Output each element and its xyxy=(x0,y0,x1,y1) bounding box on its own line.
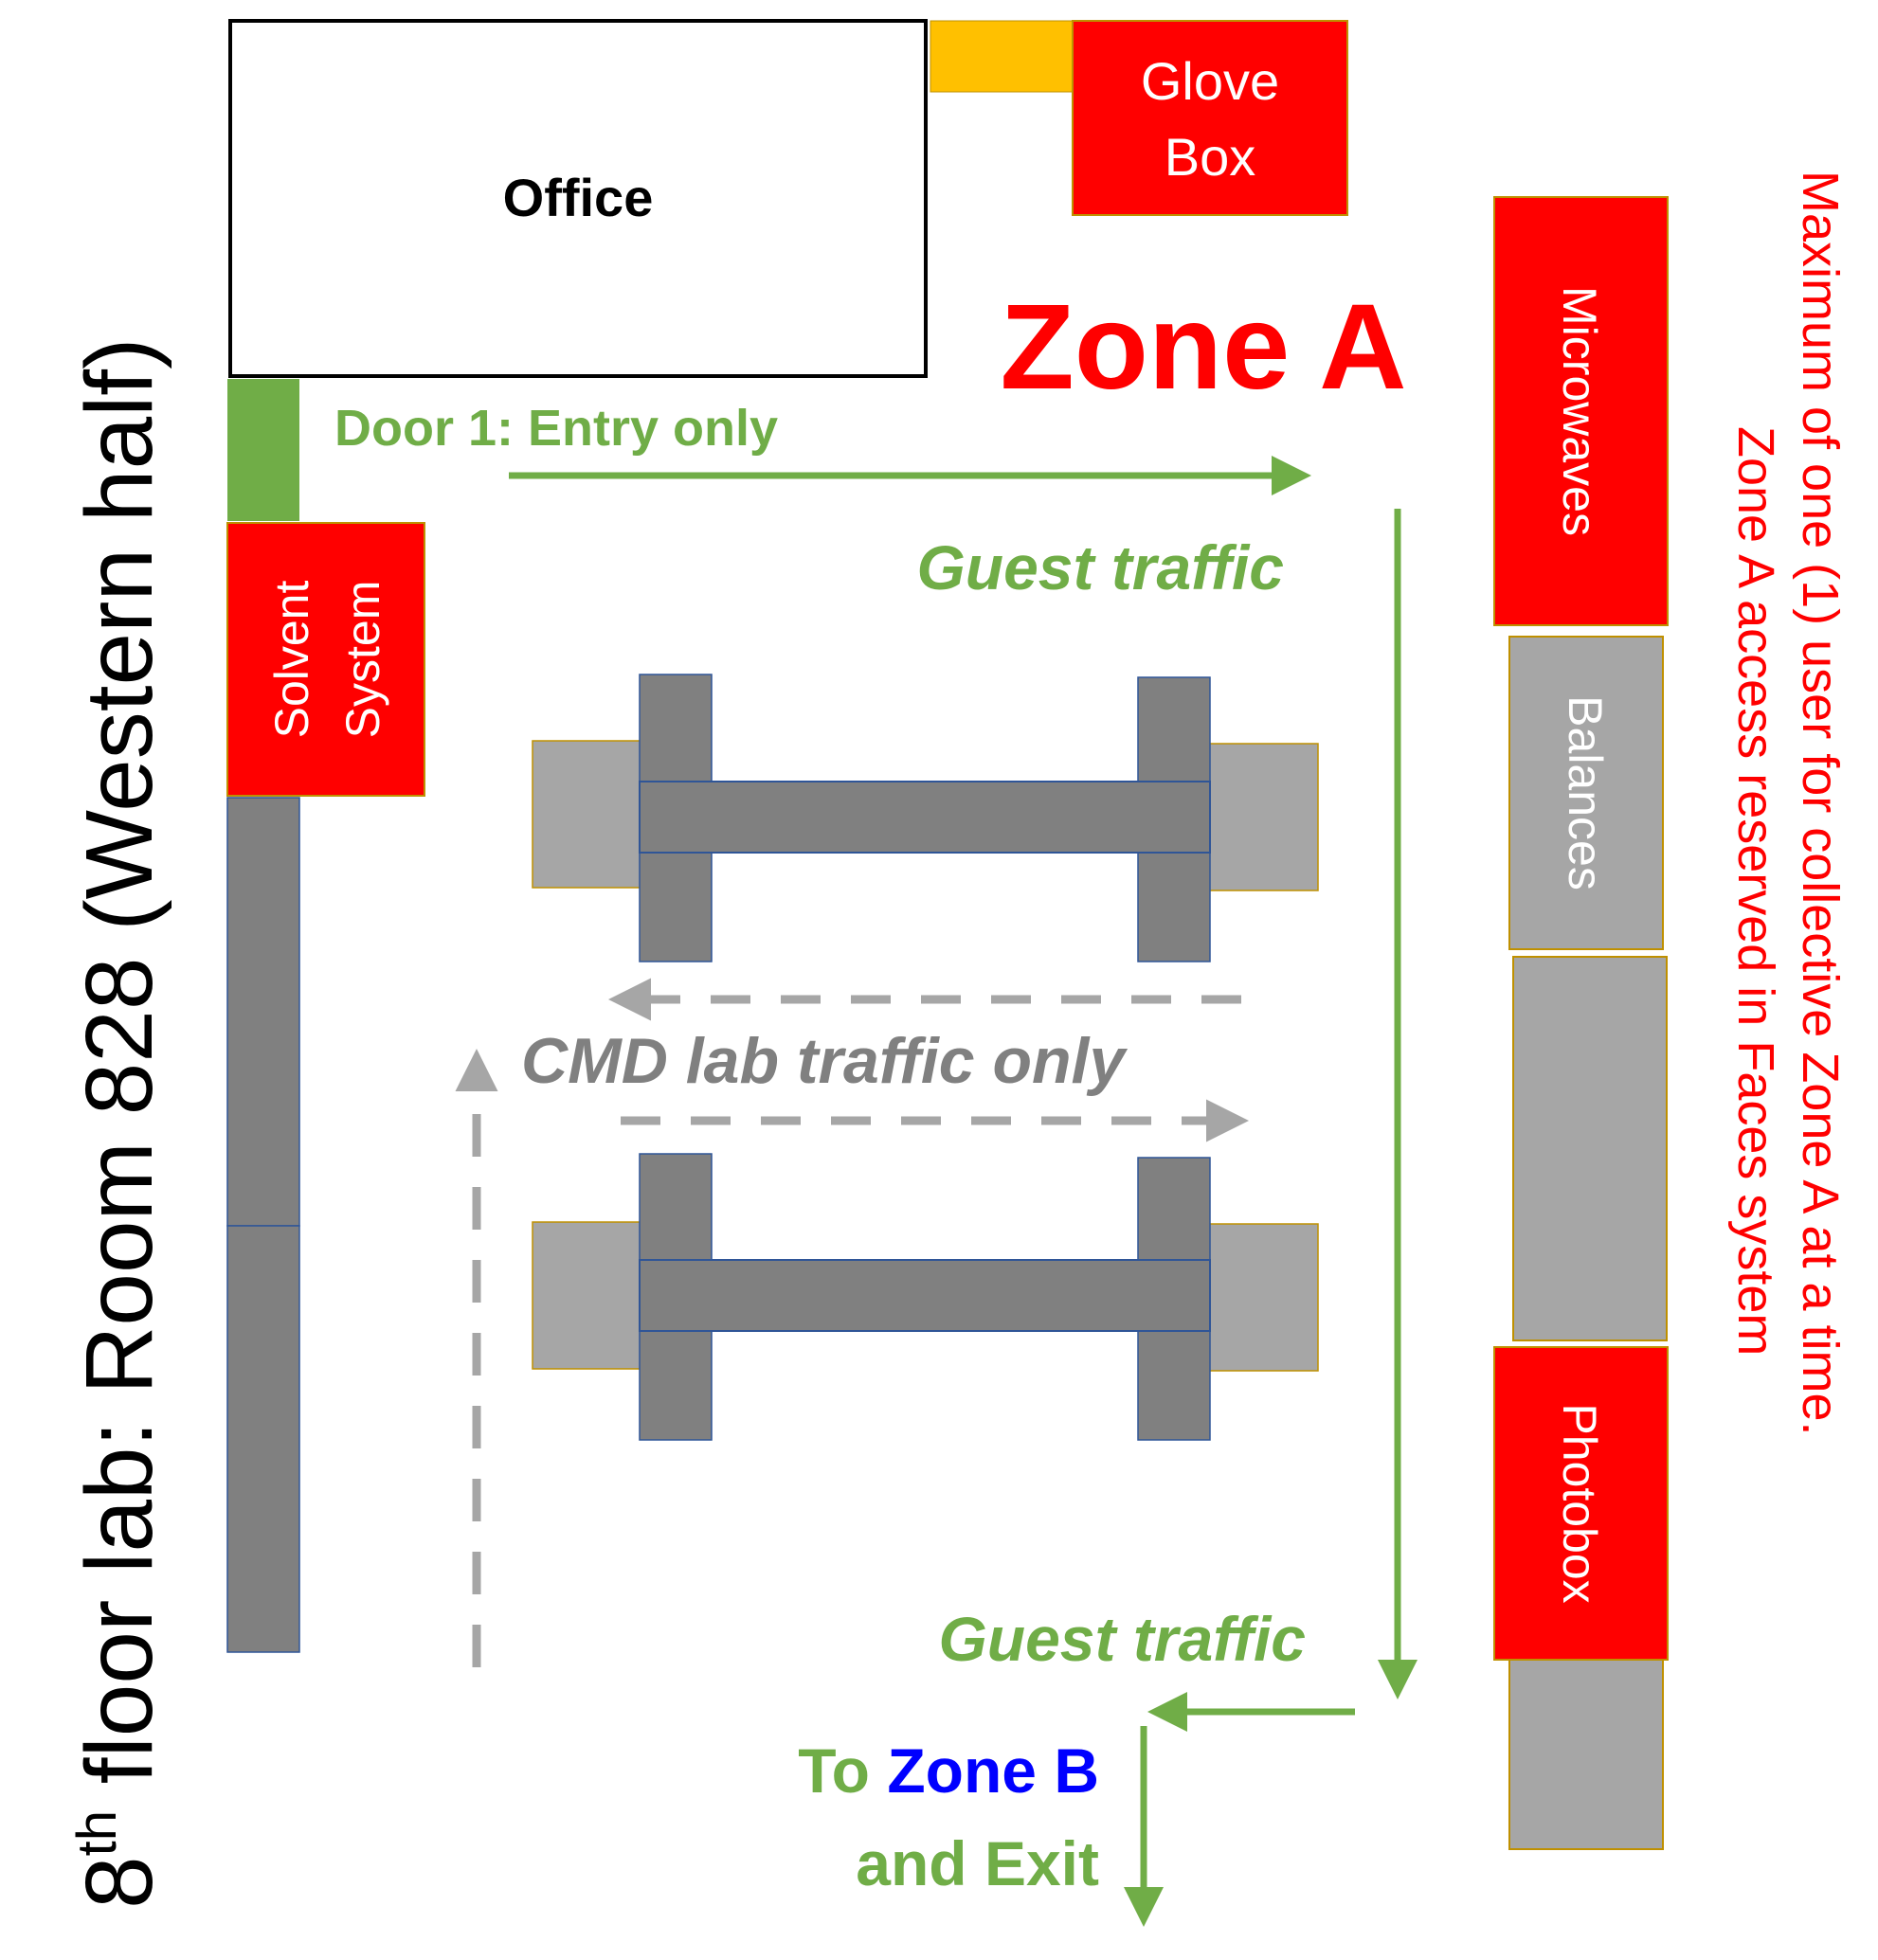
lower-island-left-cap xyxy=(532,1221,642,1370)
exit-label-line1: To Zone B xyxy=(798,1735,1099,1806)
solvent-system xyxy=(226,522,425,797)
zone-title: Zone A xyxy=(1001,279,1407,415)
photobox xyxy=(1493,1346,1669,1661)
lower-island-left-leg-bottom xyxy=(639,1330,713,1441)
balances xyxy=(1508,636,1664,950)
notice-line1: Maximum of one (1) user for collective Z… xyxy=(1792,171,1849,1436)
solvent-label-line2: System xyxy=(336,581,389,739)
equipment-gray-middle xyxy=(1512,956,1668,1341)
photobox-label: Photobox xyxy=(1553,1403,1606,1603)
guest-traffic-top-label: Guest traffic xyxy=(916,532,1284,602)
upper-island-right-leg-top xyxy=(1137,676,1211,785)
lower-island xyxy=(532,1153,1319,1441)
solvent-label-line1: Solvent xyxy=(265,581,318,739)
office-room xyxy=(228,19,928,378)
glove-box-label-line1: Glove xyxy=(1141,51,1279,111)
equipment-gray-bottom xyxy=(1508,1659,1664,1850)
cmd-traffic-label: CMD lab traffic only xyxy=(521,1025,1128,1097)
microwaves-label: Microwaves xyxy=(1553,286,1606,536)
upper-island xyxy=(532,674,1319,962)
door-1 xyxy=(227,379,299,521)
lower-island-left-leg-top xyxy=(639,1153,713,1261)
glove-box xyxy=(1072,20,1348,216)
microwaves xyxy=(1493,196,1669,626)
office-label: Office xyxy=(503,168,654,227)
page-title: 8th floor lab: Room 828 (Western half) xyxy=(66,338,172,1909)
glove-box-label-line2: Box xyxy=(1165,127,1256,187)
door-entry-label: Door 1: Entry only xyxy=(334,400,778,457)
notice-line2: Zone A access reserved in Faces system xyxy=(1727,426,1784,1356)
left-bench-upper xyxy=(226,797,300,1227)
upper-island-right-cap xyxy=(1208,743,1319,891)
orange-connector xyxy=(930,20,1074,93)
balances-label: Balances xyxy=(1559,695,1612,890)
lower-island-right-cap xyxy=(1208,1223,1319,1372)
lower-island-bar xyxy=(639,1259,1211,1332)
upper-island-left-cap xyxy=(532,740,642,889)
guest-traffic-bottom-label: Guest traffic xyxy=(938,1604,1306,1674)
upper-island-left-leg-top xyxy=(639,674,713,782)
upper-island-right-leg-bottom xyxy=(1137,852,1211,962)
upper-island-left-leg-bottom xyxy=(639,852,713,962)
exit-label-line2: and Exit xyxy=(856,1828,1099,1898)
left-bench-lower xyxy=(226,1225,300,1653)
lower-island-right-leg-top xyxy=(1137,1157,1211,1261)
upper-island-bar xyxy=(639,781,1211,854)
lower-island-right-leg-bottom xyxy=(1137,1330,1211,1441)
